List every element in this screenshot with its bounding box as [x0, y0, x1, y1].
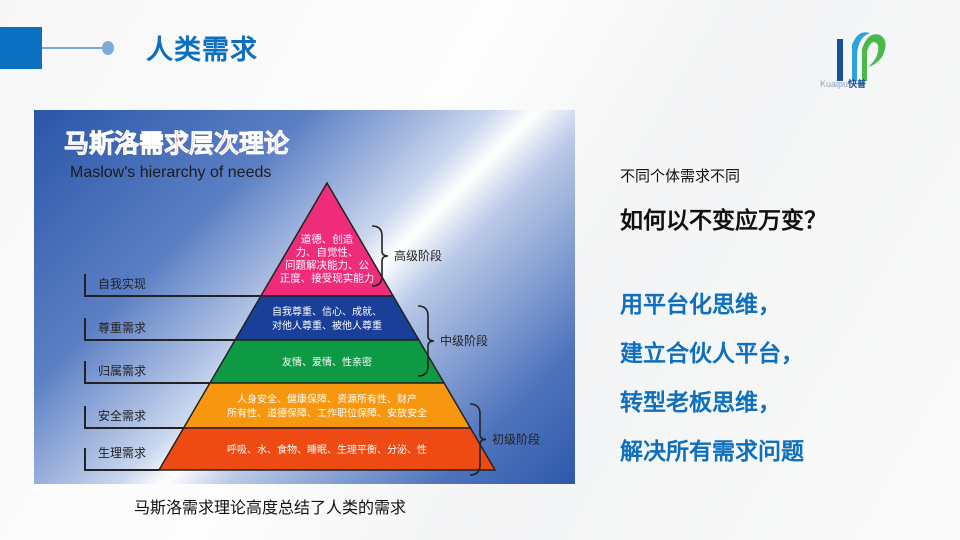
- logo-cn: 快普: [848, 79, 867, 89]
- stage-label: 中级阶段: [440, 333, 488, 348]
- stage-brace: [417, 305, 435, 377]
- level-name: 尊重需求: [98, 320, 146, 335]
- level-description: 所有性、道德保障、工作职位保障、安放安全: [227, 407, 427, 420]
- stage-label: 高级阶段: [394, 248, 442, 263]
- level-description: 自我尊重、信心、成就、: [272, 305, 382, 318]
- level-description: 对他人尊重、被他人尊重: [272, 319, 382, 332]
- level-leader-line: [84, 318, 236, 341]
- level-description: 正度、接受现实能力: [280, 272, 375, 285]
- intro-text: 不同个体需求不同: [620, 167, 741, 185]
- level-leader-line: [84, 361, 210, 384]
- figure-title-cn: 马斯洛需求层次理论: [64, 129, 290, 158]
- kuaipu-logo-icon: [837, 32, 886, 81]
- point-3: 转型老板思维，: [620, 390, 781, 416]
- title-connector-line: [42, 47, 104, 49]
- pyramid-level-4: [182, 382, 472, 429]
- level-description: 人身安全、健康保障、资源所有性、财产: [237, 393, 417, 406]
- level-description: 友情、爱情、性亲密: [282, 356, 372, 369]
- pyramid-level-5: [157, 427, 497, 471]
- figure-caption: 马斯洛需求理论高度总结了人类的需求: [134, 498, 407, 517]
- pyramid-svg: 马斯洛需求层次理论 Maslow's hierarchy of needs 道德…: [64, 129, 540, 476]
- title-accent-block: [0, 27, 42, 69]
- level-leader-line: [84, 274, 261, 297]
- logo-text: Kuaipu快普: [820, 77, 866, 90]
- point-1: 用平台化思维，: [620, 292, 781, 318]
- level-name: 生理需求: [98, 446, 146, 460]
- level-name: 自我实现: [98, 276, 146, 291]
- pyramid-level-2: [233, 295, 421, 341]
- level-leader-line: [84, 448, 159, 471]
- level-name: 安全需求: [98, 408, 146, 423]
- point-2: 建立合伙人平台，: [620, 341, 804, 367]
- maslow-pyramid-figure: 马斯洛需求层次理论 Maslow's hierarchy of needs 道德…: [34, 110, 575, 484]
- slide-title: 人类需求: [146, 35, 258, 66]
- title-dot: [102, 41, 114, 55]
- stage-label: 初级阶段: [492, 432, 540, 447]
- level-name: 归属需求: [98, 364, 146, 378]
- level-description: 力、自觉性、: [296, 246, 359, 259]
- level-description: 呼吸、水、食物、睡眠、生理平衡、分泌、性: [227, 443, 427, 456]
- question-text: 如何以不变应万变？: [620, 208, 827, 234]
- stage-brace: [469, 403, 487, 476]
- level-description: 道德、创造: [301, 233, 354, 246]
- stage-brace: [371, 225, 389, 287]
- logo-latin: Kuaipu: [820, 79, 849, 89]
- level-leader-line: [84, 406, 184, 429]
- figure-title-en: Maslow's hierarchy of needs: [70, 164, 271, 181]
- point-4: 解决所有需求问题: [620, 439, 804, 465]
- level-description: 问题解决能力、公: [285, 259, 369, 272]
